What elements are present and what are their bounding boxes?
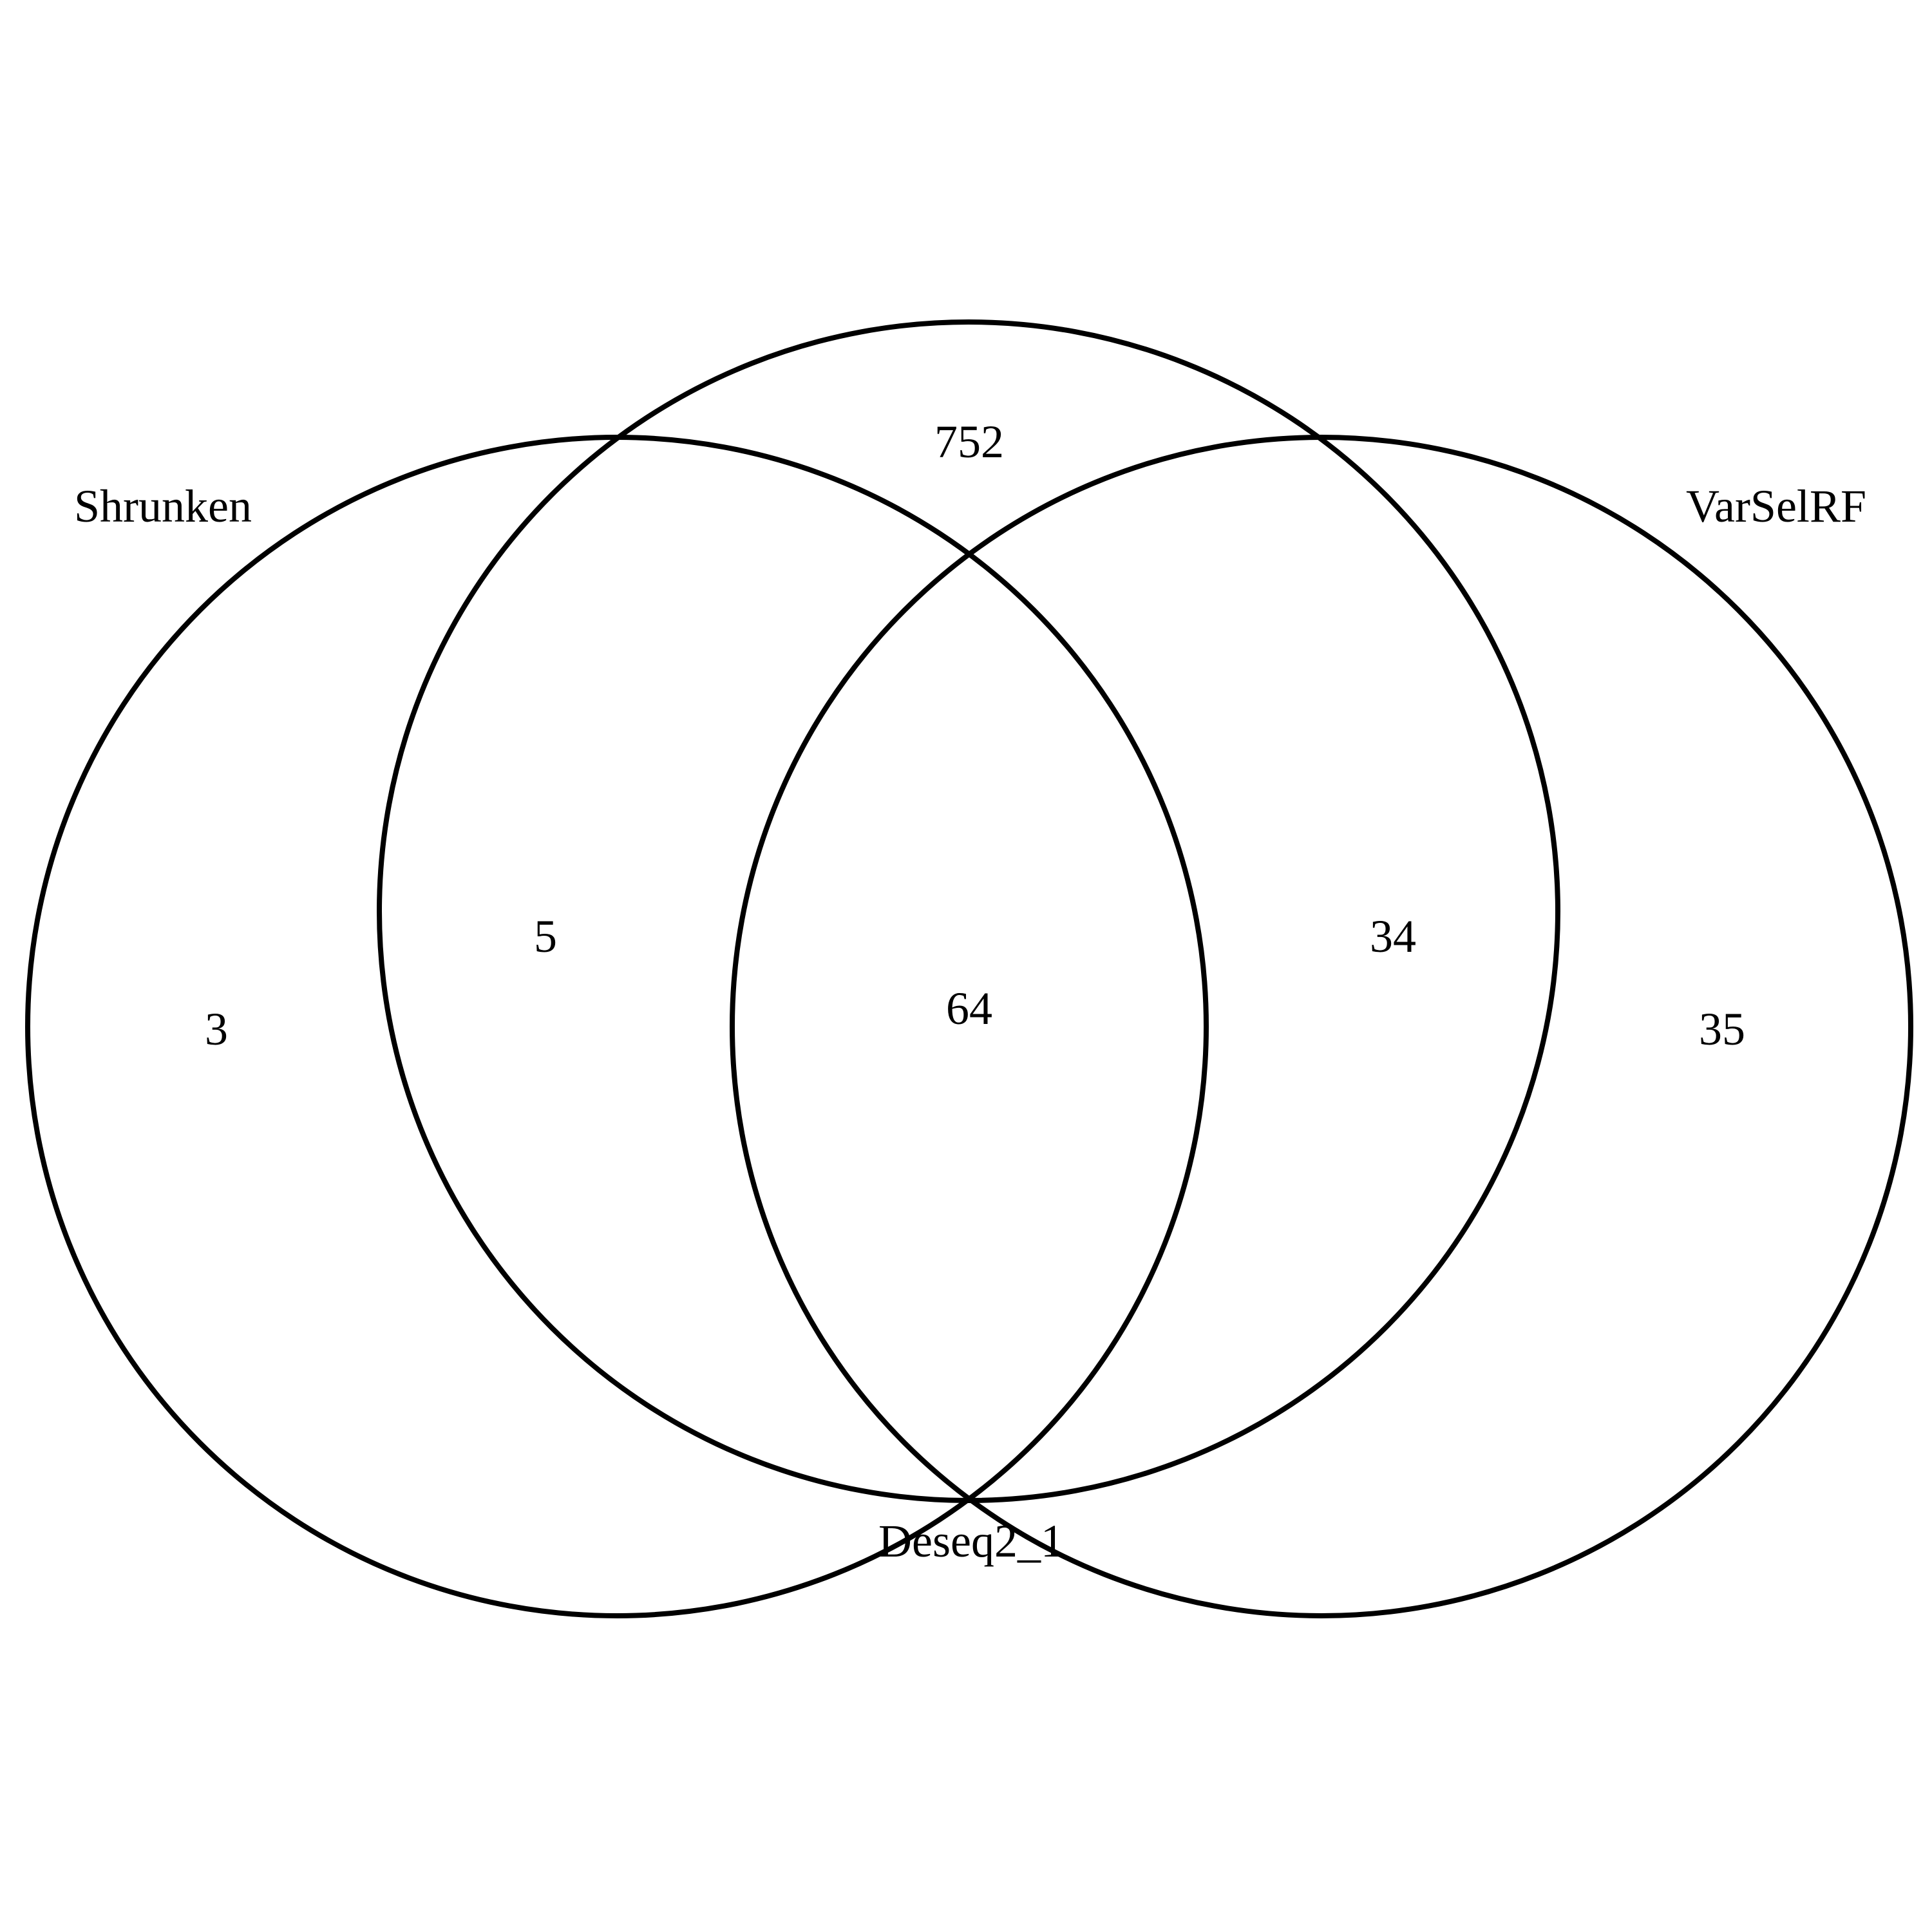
region-varselrf-only-count: 35 <box>1699 1003 1745 1055</box>
region-shrunken-only-count: 3 <box>205 1003 228 1055</box>
varselrf-set-circle <box>730 435 1913 1618</box>
region-all-three-count: 64 <box>946 983 992 1034</box>
deseq2-set-label: Deseq2_1 <box>878 1515 1064 1567</box>
region-deseq2-varselrf-count: 34 <box>1370 911 1416 962</box>
varselrf-set-label: VarSelRF <box>1686 480 1866 532</box>
region-deseq2-only-count: 752 <box>934 416 1004 468</box>
region-shrunken-deseq2-count: 5 <box>534 911 557 962</box>
shrunken-set-label: Shrunken <box>74 480 252 532</box>
